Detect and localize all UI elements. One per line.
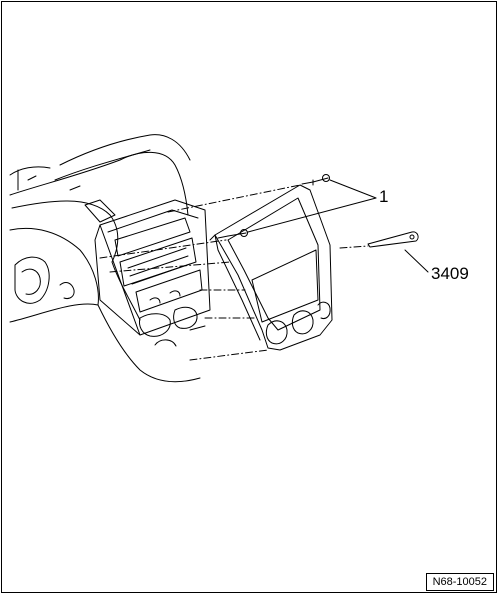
center-console (94, 199, 211, 347)
callout-tool: 3409 (431, 264, 469, 283)
screw-top (301, 174, 330, 186)
callout-screws: 1 (379, 187, 389, 206)
screw-left (217, 229, 248, 239)
assembly-guide-lines (99, 184, 369, 361)
leader-lines (247, 179, 429, 273)
trim-removal-tool (367, 231, 419, 248)
trim-panel (209, 184, 333, 351)
dashboard-outline (9, 134, 201, 383)
figure-reference: N68-10052 (425, 573, 494, 591)
